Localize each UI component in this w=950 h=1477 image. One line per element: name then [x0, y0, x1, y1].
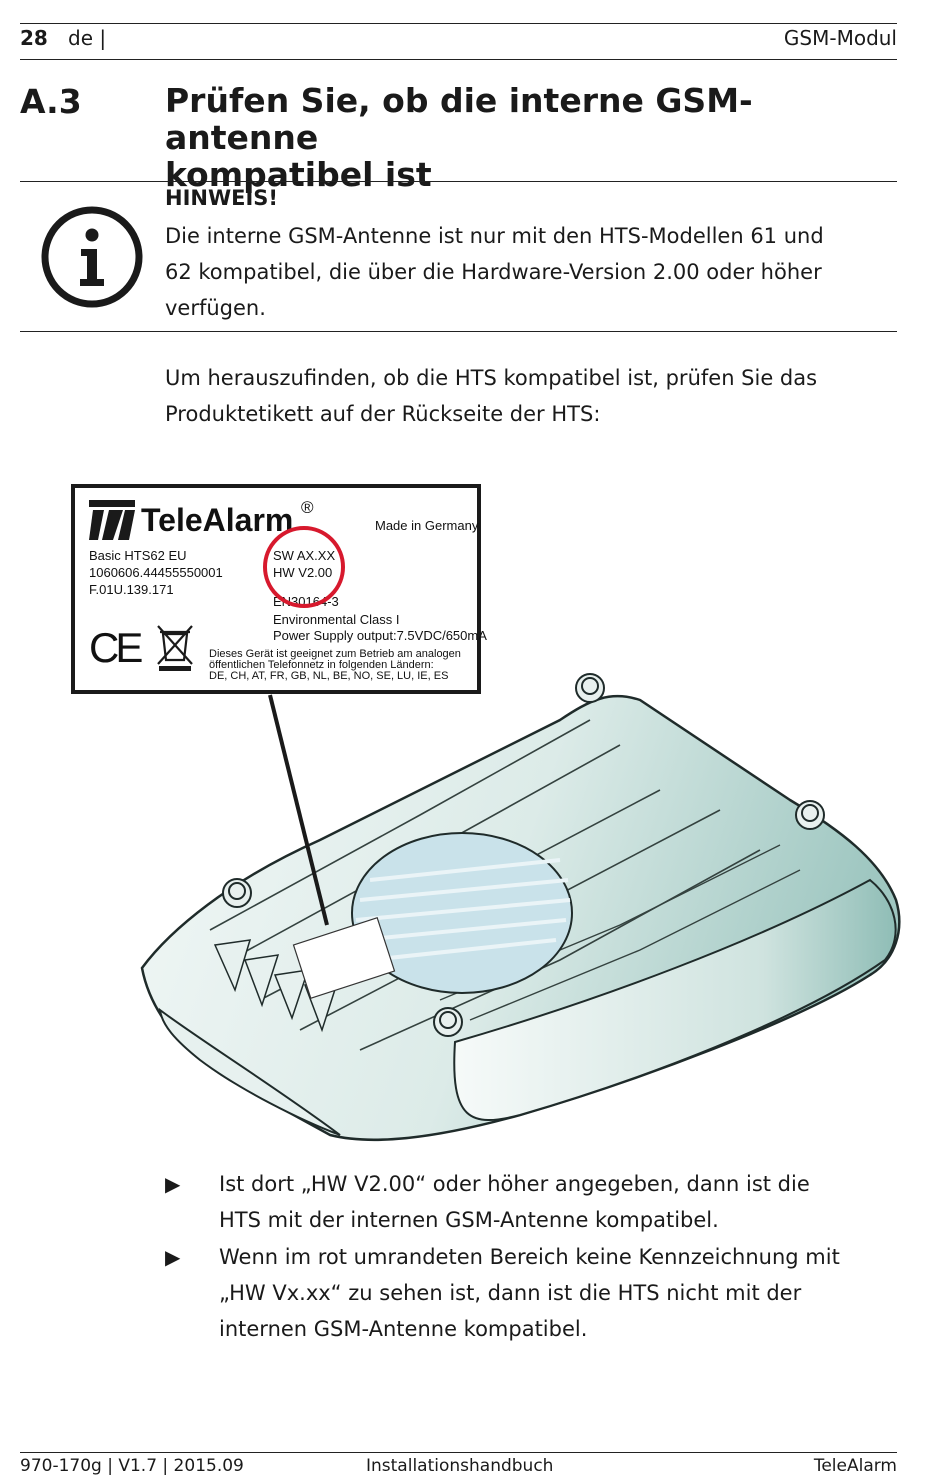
- notice-line: verfügen.: [165, 296, 266, 320]
- label-env-class: Environmental Class I: [273, 612, 400, 627]
- header-rule-bottom: [20, 59, 897, 60]
- footer-doc-title: Installationshandbuch: [366, 1456, 554, 1476]
- notice-line: Die interne GSM-Antenne ist nur mit den …: [165, 224, 824, 248]
- section-title-line: Prüfen Sie, ob die interne GSM-antenne: [165, 81, 753, 157]
- info-icon: [41, 206, 143, 308]
- speaker-grille: [351, 832, 573, 994]
- label-made-in: Made in Germany: [375, 518, 479, 533]
- chapter-title: GSM-Modul: [783, 26, 897, 50]
- footer-doc-id: 970-170g | V1.7 | 2015.09: [20, 1456, 244, 1476]
- section-title: Prüfen Sie, ob die interne GSM-antenne k…: [165, 82, 905, 193]
- device-side: [453, 878, 897, 1122]
- section-number: A.3: [20, 82, 82, 121]
- product-label: TeleAlarm ® Made in Germany Basic HTS62 …: [71, 484, 487, 694]
- notice-rule-bottom: [20, 331, 897, 332]
- label-brand: TeleAlarm: [141, 502, 294, 538]
- label-hw: HW V2.00: [273, 565, 333, 580]
- bullet-item: Ist dort „HW V2.00“ oder höher angegeben…: [219, 1166, 909, 1238]
- bullet-arrow-icon: ▶: [165, 1172, 181, 1196]
- label-part: F.01U.139.171: [89, 582, 174, 597]
- bullet-line: HTS mit der internen GSM-Antenne kompati…: [219, 1208, 719, 1232]
- intro-line: Um herauszufinden, ob die HTS kompatibel…: [165, 366, 818, 390]
- bullet-line: „HW Vx.xx“ zu sehen ist, dann ist die HT…: [219, 1281, 802, 1305]
- label-power: Power Supply output:7.5VDC/650mA: [273, 628, 487, 643]
- section-title-line: kompatibel ist: [165, 155, 432, 194]
- bullet-line: internen GSM-Antenne kompatibel.: [219, 1317, 588, 1341]
- label-sw: SW AX.XX: [273, 548, 336, 563]
- notice-rule-top: [20, 181, 897, 182]
- ce-mark: CE: [89, 624, 143, 671]
- pointer-line: [268, 694, 329, 926]
- weee-bin-icon: [157, 625, 193, 671]
- device-front-lip: [158, 1007, 341, 1136]
- telealarm-logo-icon: [89, 500, 135, 540]
- notice-line: 62 kompatibel, die über die Hardware-Ver…: [165, 260, 822, 284]
- label-text-1: Dieses Gerät ist geeignet zum Betrieb am…: [209, 648, 461, 660]
- footer-rule: [20, 1452, 897, 1453]
- page-number: 28: [20, 26, 48, 50]
- notice-body: Die interne GSM-Antenne ist nur mit den …: [165, 218, 905, 326]
- bullet-arrow-icon: ▶: [165, 1245, 181, 1269]
- label-serial: 1060606.44455550001: [89, 565, 223, 580]
- label-registered: ®: [301, 498, 314, 517]
- bullet-line: Ist dort „HW V2.00“ oder höher angegeben…: [219, 1172, 810, 1196]
- footer-brand: TeleAlarm: [813, 1456, 897, 1476]
- intro-line: Produktetikett auf der Rückseite der HTS…: [165, 402, 601, 426]
- label-model: Basic HTS62 EU: [89, 548, 187, 563]
- red-highlight-circle: [263, 526, 345, 608]
- label-text-3: DE, CH, AT, FR, GB, NL, BE, NO, SE, LU, …: [209, 670, 449, 682]
- bullet-item: Wenn im rot umrandeten Bereich keine Ken…: [219, 1239, 909, 1347]
- intro-paragraph: Um herauszufinden, ob die HTS kompatibel…: [165, 360, 905, 432]
- label-text-2: öffentlichen Telefonnetz in folgenden Lä…: [209, 659, 434, 671]
- header-rule-top: [20, 23, 897, 24]
- language-marker: de |: [68, 26, 107, 50]
- device-label: [292, 917, 396, 999]
- notice-heading: HINWEIS!: [165, 186, 278, 210]
- bullet-line: Wenn im rot umrandeten Bereich keine Ken…: [219, 1245, 840, 1269]
